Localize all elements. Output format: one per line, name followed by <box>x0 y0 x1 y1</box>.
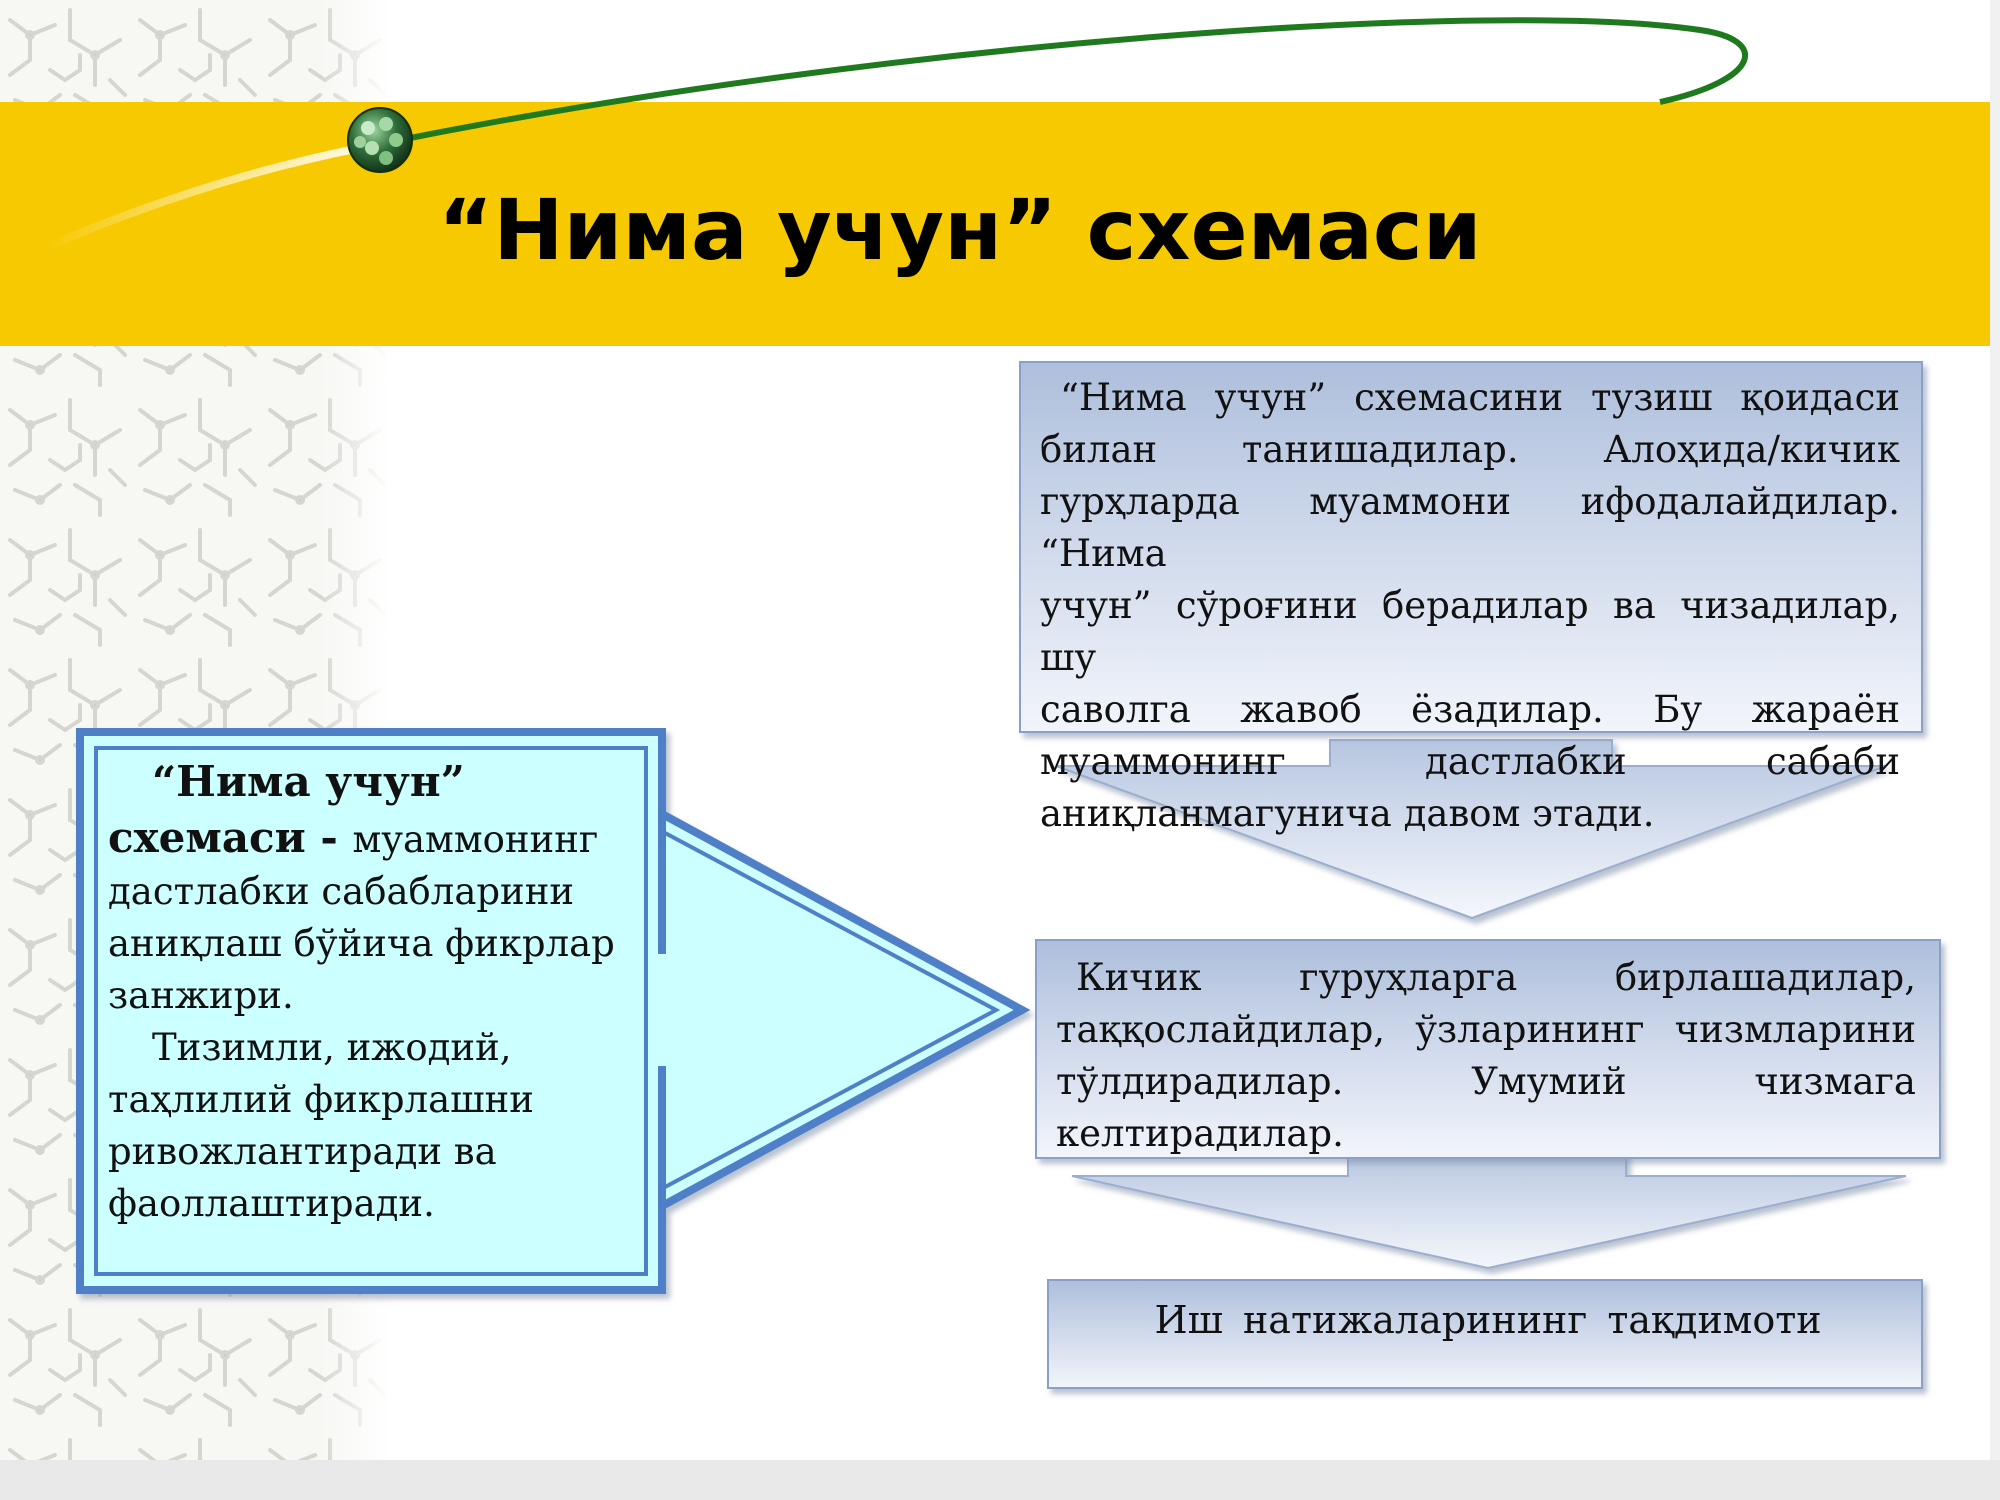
diagram-shapes <box>76 361 1941 1389</box>
definition-line-3: аниқлаш бўйича фикрлар <box>108 922 615 965</box>
bottom-bar <box>0 1460 2000 1500</box>
step1-line: гурҳларда муаммони ифодалайдилар. “Нима <box>1040 480 1900 575</box>
step3-text: Иш натижаларининг тақдимоти <box>1154 1298 1822 1342</box>
slide: “Нима учун” схемаси <box>0 0 2000 1460</box>
definition-line-2: дастлабки сабабларини <box>108 870 575 913</box>
step1-line: билан танишадилар. Алоҳида/кичик <box>1040 428 1900 471</box>
down-arrow-2 <box>1071 1149 1907 1270</box>
step1-line: муаммонинг дастлабки сабаби <box>1040 740 1900 783</box>
step3-box <box>1047 1279 1923 1389</box>
down-arrow-1 <box>1055 739 1887 920</box>
step2-text: Кичик гуруҳларга бирлашадилар, таққослай… <box>1056 952 1916 1160</box>
definition-term: “Нима учун” <box>152 757 465 806</box>
definition-line-8: фаоллаштиради. <box>108 1182 435 1225</box>
step2-box <box>1035 939 1941 1159</box>
header-band-left-overlay <box>0 102 390 346</box>
definition-line-1: схемаси - муаммонинг <box>108 812 628 866</box>
definition-term-2: схемаси <box>108 813 306 862</box>
step2-line: Кичик гуруҳларга бирлашадилар, <box>1076 956 1916 999</box>
step1-text: “Нима учун” схемасини тузиш қоидаси била… <box>1040 372 1900 840</box>
step2-line: келтирадилар. <box>1056 1112 1344 1155</box>
definition-callout <box>76 728 1031 1294</box>
definition-line-5: Тизимли, ижодий, <box>152 1026 512 1069</box>
definition-line-4: занжири. <box>108 974 294 1017</box>
step1-line: “Нима учун” схемасини тузиш қоидаси <box>1060 376 1900 419</box>
right-edge-strip <box>1990 0 2000 1460</box>
definition-text: “Нима учун” схемаси - муаммонинг дастлаб… <box>108 752 628 1230</box>
step2-line: таққослайдилар, ўзларининг чизмларини <box>1056 1008 1916 1051</box>
definition-line-6: таҳлилий фикрлашни <box>108 1078 534 1121</box>
molecule-sphere-icon <box>347 107 413 173</box>
step1-line: саволга жавоб ёзадилар. Бу жараён <box>1040 688 1900 731</box>
decorative-curve <box>38 17 1748 254</box>
definition-line1-rest: муаммонинг <box>352 818 599 861</box>
step1-box <box>1019 361 1923 733</box>
step1-line: учун” сўроғини берадилар ва чизадилар, ш… <box>1040 584 1900 679</box>
slide-title: “Нима учун” схемаси <box>438 181 1482 279</box>
definition-dash: - <box>305 813 353 862</box>
step2-line: тўлдирадилар. Умумий чизмага <box>1056 1060 1916 1103</box>
step1-line: аниқланмагунича давом этади. <box>1040 792 1655 835</box>
definition-line-7: ривожлантиради ва <box>108 1130 497 1173</box>
